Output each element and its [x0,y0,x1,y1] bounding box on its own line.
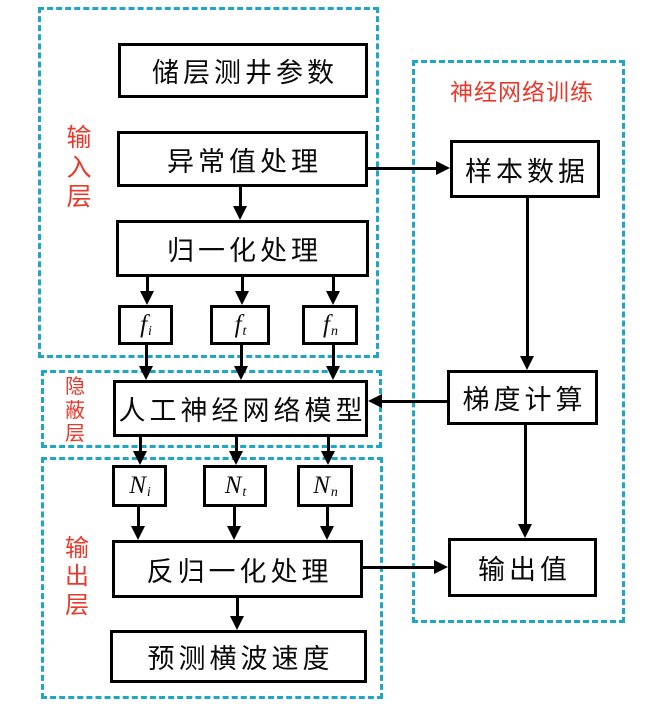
node-f-mid-sub: t [242,324,247,339]
node-n-mid-sub: t [242,485,247,500]
node-outlier-handling: 异常值处理 [117,131,368,187]
node-output-value-label: 输出值 [478,555,571,585]
node-denormalization-label: 反归一化处理 [146,556,333,587]
node-gradient-calculation-label: 梯度计算 [462,385,587,415]
node-output-value: 输出值 [448,538,597,597]
node-n-first-sub: i [146,485,151,500]
hidden-layer-frame [41,370,382,448]
node-f-mid-base: f [234,311,242,338]
input-layer-label: 输入层 [66,125,92,211]
node-n-last-base: N [313,472,330,499]
node-sample-data: 样本数据 [450,140,600,198]
node-sample-data-label: 样本数据 [465,156,589,187]
node-predicted-shear-wave-velocity: 预测横波速度 [110,630,367,683]
node-f-last-base: f [323,311,330,338]
node-n-mid-base: N [224,472,242,499]
output-layer-label: 输出层 [65,536,89,619]
node-normalization-label: 归一化处理 [167,236,322,266]
output-layer-frame [41,457,383,699]
node-ann-model: 人工神经网络模型 [113,380,368,437]
node-predicted-shear-wave-velocity-label: 预测横波速度 [147,644,334,674]
node-outlier-handling-label: 异常值处理 [167,146,322,177]
node-f-first-base: f [140,311,148,338]
node-n-last-sub: n [330,485,338,500]
training-frame [412,60,625,623]
node-normalization: 归一化处理 [116,220,369,277]
node-n-first-base: N [129,472,146,499]
training-group-label: 神经网络训练 [450,80,594,105]
node-ann-model-label: 人工神经网络模型 [118,396,367,426]
hidden-layer-label: 隐蔽层 [65,376,85,446]
node-gradient-calculation: 梯度计算 [447,370,598,425]
node-f-first-sub: i [148,324,152,339]
node-reservoir-logging-params: 储层测井参数 [118,43,368,98]
input-layer-frame [38,7,379,358]
node-f-last-sub: n [330,324,338,339]
node-denormalization: 反归一化处理 [112,540,363,598]
node-reservoir-logging-params-label: 储层测井参数 [152,58,338,88]
